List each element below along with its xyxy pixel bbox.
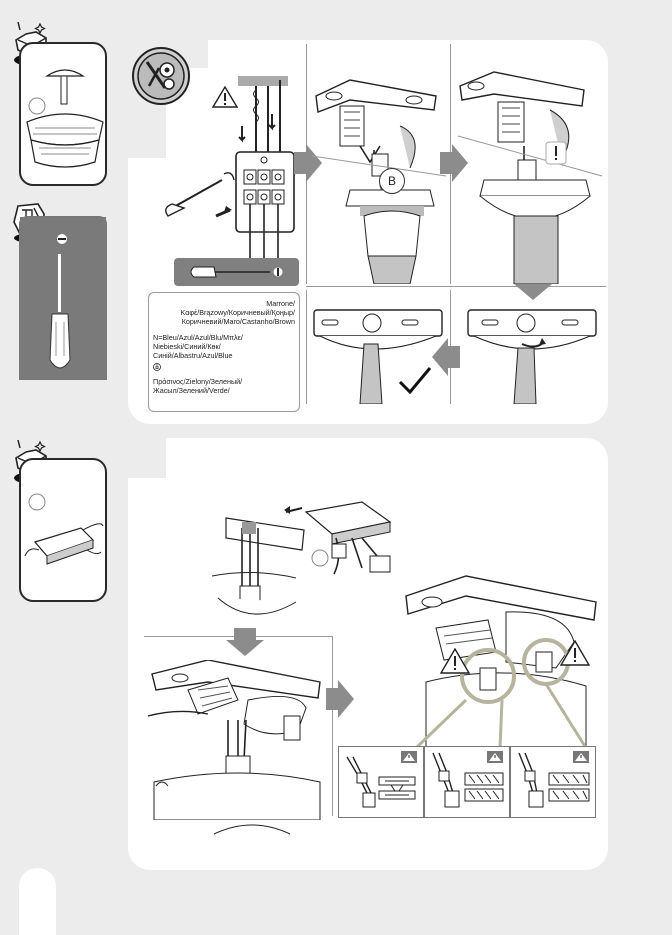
legend-blue-line-1: N=Bleu/Azul/Azul/Blu/Μπλε/ <box>153 333 243 342</box>
canopy-rotate-diagram <box>462 300 602 404</box>
warning-triangle-icon <box>440 648 470 674</box>
tools-gear-icon <box>131 46 191 106</box>
connector-detail-2 <box>424 746 510 818</box>
screwdriver-icon <box>40 252 80 376</box>
bracket-wiring-diagram <box>148 660 328 820</box>
legend-brown-line-2: Καφέ/Brązowy/Коричневый/Қоңыр/ <box>180 308 296 317</box>
terminal-block-diagram <box>160 70 300 266</box>
warning-exclamation-icon <box>544 140 568 166</box>
screwdriver-size-bar <box>174 258 299 286</box>
warning-triangle-icon <box>212 86 238 108</box>
final-assembly-diagram <box>396 572 606 748</box>
ceiling-fan-illustration <box>26 69 104 168</box>
warning-triangle-icon <box>560 640 590 666</box>
legend-blue-line-3: Синій/Albastru/Azul/Blue <box>153 351 233 360</box>
connector-detail-3 <box>510 746 596 818</box>
page-number-tab <box>19 868 56 935</box>
earth-symbol-icon <box>153 363 161 371</box>
arrow-right-icon <box>294 144 322 182</box>
wire-colour-legend: Marrone/ Καφέ/Brązowy/Коричневый/Қоңыр/ … <box>148 292 300 412</box>
connector-b-label: B <box>379 168 405 194</box>
check-mark-icon <box>398 366 432 394</box>
flat-screwdriver-symbol-icon <box>56 233 68 245</box>
legend-blue-line-2: Niebieski/Синий/Көк/ <box>153 342 221 351</box>
canopy-bottom-arc <box>210 816 294 836</box>
canopy-aligned-diagram <box>312 300 448 404</box>
receiver-insert-diagram <box>212 498 412 628</box>
legend-brown-line-1: Marrone/ <box>266 299 295 308</box>
connector-detail-1 <box>338 746 424 818</box>
arrow-right-icon <box>440 144 468 182</box>
arrow-right-icon <box>326 680 354 718</box>
receiver-module-illustration <box>24 493 104 565</box>
legend-earth-line-1: Πράσινος/Zielony/Зеленый/ <box>153 377 243 386</box>
legend-brown-line-3: Коричневий/Maro/Castanho/Brown <box>181 317 295 326</box>
fan-overview-card <box>19 42 107 186</box>
legend-earth-line-2: Жасыл/Зелений/Verde/ <box>153 386 230 395</box>
arrow-down-icon <box>226 628 264 656</box>
receiver-card <box>19 458 107 602</box>
bracket-assembly-diagram <box>454 66 604 284</box>
arrow-left-icon <box>432 338 460 376</box>
